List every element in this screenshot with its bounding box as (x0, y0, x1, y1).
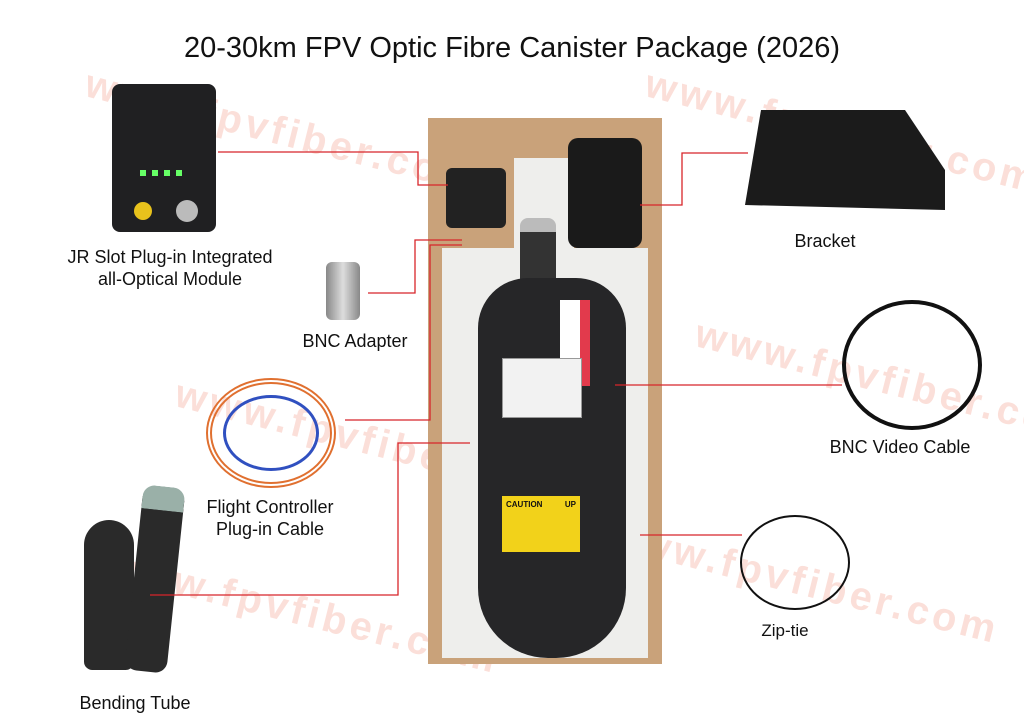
leader-module (218, 151, 448, 186)
label-module-line2: all-Optical Module (97, 269, 243, 289)
label-module-line1: JR Slot Plug-in Integrated (67, 247, 273, 267)
bnc-adapter-image (326, 262, 360, 320)
leader-fc-cable (345, 244, 462, 421)
bracket-image (745, 110, 945, 210)
page-title: 20-30km FPV Optic Fibre Canister Package… (184, 32, 840, 64)
label-fc-cable: Flight Controller Plug-in Cable (190, 496, 350, 540)
label-bnc-video-cable: BNC Video Cable (829, 437, 971, 457)
label-module: JR Slot Plug-in Integrated all-Optical M… (40, 246, 300, 290)
label-zip-tie: Zip-tie (761, 621, 809, 640)
status-leds (140, 170, 188, 176)
bnc-video-cable-image (842, 300, 982, 430)
module-in-box (446, 168, 506, 228)
label-bracket: Bracket (794, 231, 856, 251)
leader-bnc-adapter (368, 239, 462, 294)
canister: CAUTION UP (478, 278, 626, 658)
leader-bracket (640, 152, 748, 206)
bending-tube-image (84, 520, 134, 670)
label-fc-line1: Flight Controller (206, 497, 334, 517)
bnc-port (176, 200, 198, 222)
leader-bending-tube (150, 442, 470, 596)
label-bending-tube: Bending Tube (79, 693, 191, 713)
rca-port (134, 202, 152, 220)
cardboard-box: CAUTION UP (428, 118, 662, 664)
caution-text: CAUTION (506, 500, 543, 509)
zip-tie-image (740, 515, 850, 610)
up-text: UP (564, 500, 576, 509)
caution-label: CAUTION UP (502, 496, 580, 552)
fc-cable-image (206, 378, 336, 488)
certificate-label (502, 358, 582, 418)
label-fc-line2: Plug-in Cable (215, 519, 325, 539)
bracket-in-box (568, 138, 642, 248)
optical-module-image (112, 84, 216, 232)
label-bnc-adapter: BNC Adapter (302, 331, 408, 351)
